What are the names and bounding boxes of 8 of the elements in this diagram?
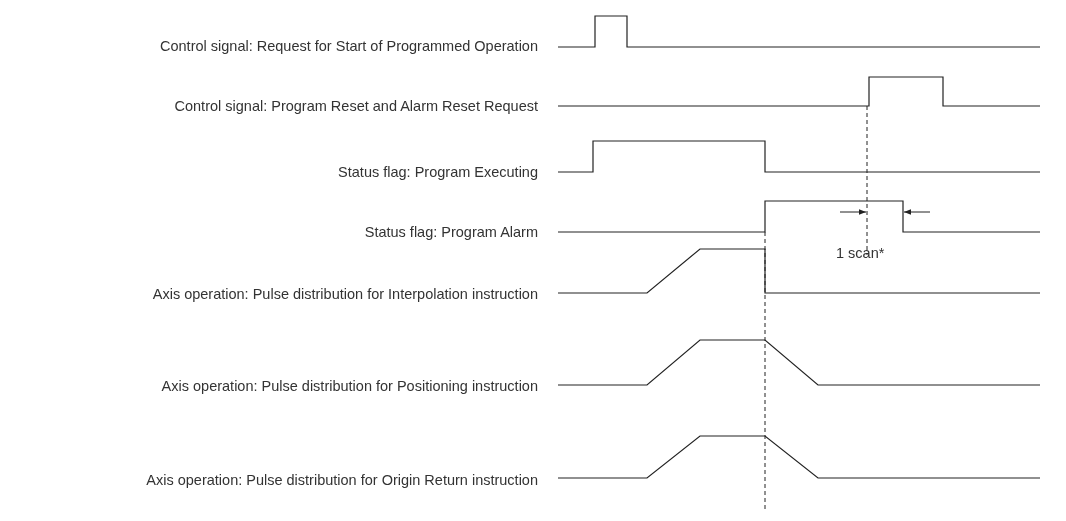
dimension-label: 1 scan* [836,244,885,262]
signal-label: Control signal: Program Reset and Alarm Reset Request [174,97,538,115]
signal-label: Axis operation: Pulse distribution for Interpolation instruction [152,285,538,303]
signal-label: Axis operation: Pulse distribution for Origin Return instruction [146,471,538,489]
signal-label: Status flag: Program Alarm [364,223,538,241]
signal-label: Axis operation: Pulse distribution for Positioning instruction [161,377,538,395]
signal-label: Control signal: Request for Start of Programmed Operation [160,37,538,55]
signal-label: Status flag: Program Executing [338,163,538,181]
